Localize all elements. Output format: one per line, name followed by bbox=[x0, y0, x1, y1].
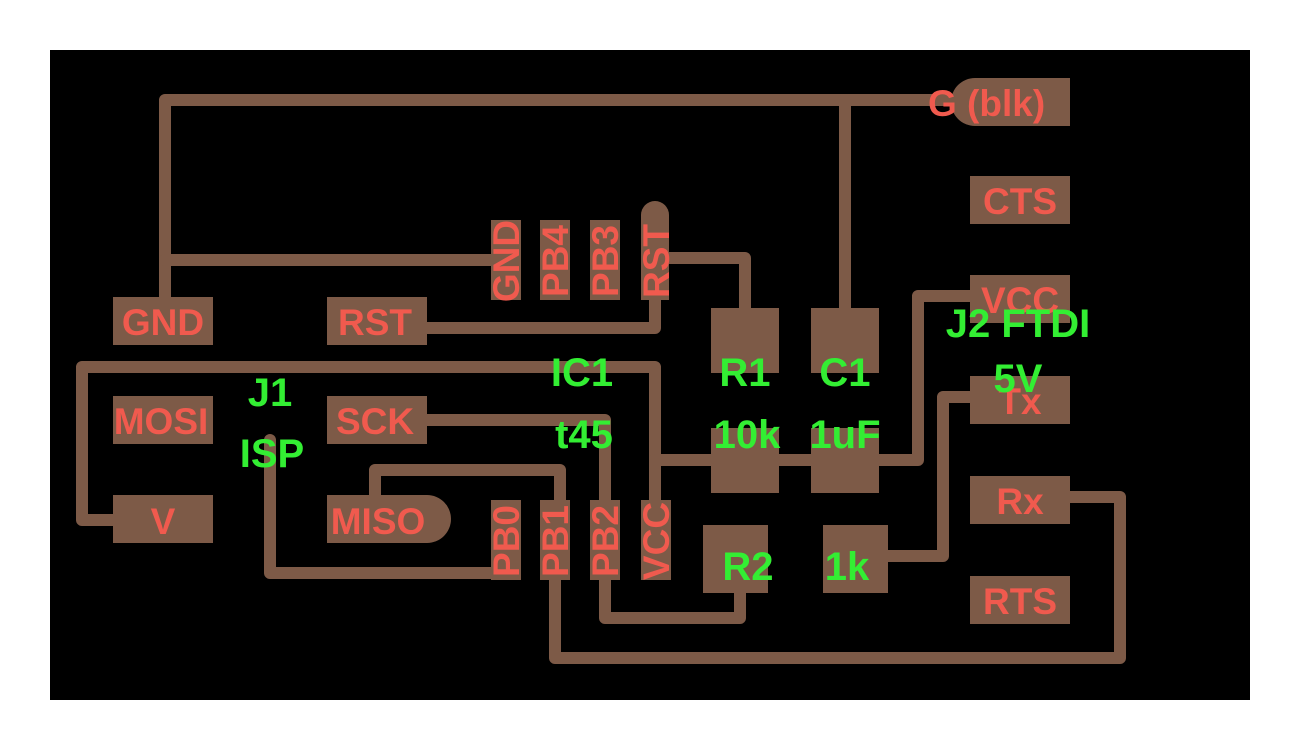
pad-r2-left bbox=[703, 525, 768, 593]
pin-label-ftdi-g: G (blk) bbox=[928, 83, 1045, 124]
component-label-j2-voltage: 5V bbox=[994, 357, 1043, 401]
component-label-r1-value: 10k bbox=[714, 413, 781, 457]
trace-miso bbox=[369, 464, 566, 531]
pad-ftdi-rx bbox=[970, 476, 1070, 524]
pin-label-ic-pb0: PB0 bbox=[486, 505, 527, 577]
pin-label-ftdi-cts: CTS bbox=[983, 181, 1057, 222]
component-label-c1: C1 bbox=[819, 351, 870, 395]
pad-ic-gnd bbox=[491, 220, 521, 300]
pin-label-ic-gnd: GND bbox=[486, 220, 527, 302]
pin-label-ic-pb1: PB1 bbox=[535, 505, 576, 577]
pad-gnd bbox=[113, 297, 213, 345]
trace-c1-vcc bbox=[839, 290, 1006, 466]
pin-label-rst: RST bbox=[338, 302, 412, 343]
trace-gnd-top bbox=[159, 94, 1016, 326]
pad-ic-pb0 bbox=[491, 500, 521, 580]
pin-label-ftdi-rx: Rx bbox=[996, 481, 1044, 522]
pin-labels: GND RST MOSI SCK MISO V GND PB4 PB3 RST … bbox=[114, 83, 1059, 622]
component-label-j1: J1 bbox=[248, 371, 293, 415]
component-label-r2: R2 bbox=[722, 545, 773, 589]
component-label-c1-value: 1uF bbox=[809, 413, 880, 457]
pin-label-ic-pb2: PB2 bbox=[585, 505, 626, 577]
pin-label-ic-vcc: VCC bbox=[636, 502, 677, 580]
pin-label-v: V bbox=[151, 501, 176, 542]
pad-sck bbox=[327, 396, 427, 444]
component-label-r1: R1 bbox=[719, 351, 770, 395]
pad-v bbox=[113, 495, 213, 543]
trace-sck bbox=[414, 414, 746, 624]
pad-r1-bottom bbox=[711, 428, 779, 493]
trace-rst-r1 bbox=[662, 252, 751, 326]
pad-c1-top bbox=[811, 308, 879, 373]
pad-mosi bbox=[113, 396, 213, 444]
component-label-ic1: IC1 bbox=[551, 351, 613, 395]
pad-r2-right bbox=[823, 525, 888, 593]
pads bbox=[113, 78, 1070, 624]
pad-ic-rst bbox=[641, 201, 669, 300]
pad-ftdi-cts bbox=[970, 176, 1070, 224]
component-labels: J1 ISP IC1 t45 R1 10k C1 1uF R2 1k J2 FT… bbox=[240, 302, 1090, 589]
pad-c1-bottom bbox=[811, 428, 879, 493]
pin-label-sck: SCK bbox=[336, 401, 414, 442]
pin-label-ftdi-rts: RTS bbox=[983, 581, 1057, 622]
pad-ftdi-tx bbox=[970, 376, 1070, 424]
pad-r1-top bbox=[711, 308, 779, 373]
pad-ftdi-vcc bbox=[970, 275, 1070, 323]
pad-rst bbox=[327, 297, 427, 345]
trace-v-vcc bbox=[76, 361, 661, 531]
trace-mosi bbox=[264, 434, 516, 579]
pin-label-ftdi-tx: Tx bbox=[998, 381, 1042, 422]
pin-label-ftdi-vcc: VCC bbox=[981, 280, 1059, 321]
component-label-t45: t45 bbox=[555, 413, 613, 457]
pin-label-ic-pb3: PB3 bbox=[585, 225, 626, 297]
pad-ic-vcc bbox=[641, 500, 671, 580]
component-label-r2-value: 1k bbox=[825, 545, 870, 589]
component-label-isp: ISP bbox=[240, 432, 304, 476]
pad-ic-pb3 bbox=[590, 220, 620, 300]
traces bbox=[76, 94, 1126, 664]
pad-ftdi-rts bbox=[970, 576, 1070, 624]
pin-label-ic-pb4: PB4 bbox=[535, 225, 576, 297]
pad-miso bbox=[327, 495, 451, 543]
component-label-j2: J2 FTDI bbox=[946, 302, 1090, 346]
pad-ic-pb4 bbox=[540, 220, 570, 300]
trace-rx bbox=[549, 491, 1126, 664]
pin-label-miso: MISO bbox=[331, 501, 426, 542]
pin-label-mosi: MOSI bbox=[114, 401, 209, 442]
pad-ftdi-g bbox=[951, 78, 1070, 126]
pad-ic-pb2 bbox=[590, 500, 620, 580]
pad-ic-pb1 bbox=[540, 500, 570, 580]
pin-label-gnd: GND bbox=[122, 302, 204, 343]
pin-label-ic-rst: RST bbox=[636, 224, 677, 298]
